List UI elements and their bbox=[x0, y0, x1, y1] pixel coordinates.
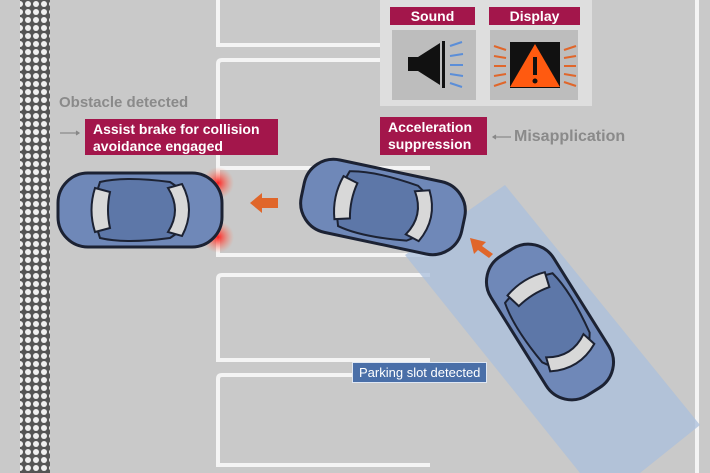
misapplication-label: Misapplication bbox=[514, 128, 626, 145]
pointer-arrows bbox=[60, 130, 511, 140]
accel-line2: suppression bbox=[388, 136, 472, 152]
display-label: Display bbox=[489, 7, 580, 25]
obstacle-detected-label: Obstacle detected bbox=[59, 94, 189, 111]
accel-line1: Acceleration bbox=[388, 119, 473, 135]
arrow-up-left-icon bbox=[470, 238, 493, 258]
assist-brake-line1: Assist brake for collision bbox=[93, 121, 260, 137]
assist-brake-line2: avoidance engaged bbox=[93, 138, 223, 154]
warning-display-icon bbox=[493, 42, 577, 88]
car-reversing bbox=[293, 152, 473, 262]
speaker-icon bbox=[408, 41, 464, 88]
parking-slot-detected-label: Parking slot detected bbox=[352, 362, 488, 383]
assist-brake-label: Assist brake for collision avoidance eng… bbox=[85, 119, 278, 155]
sound-label: Sound bbox=[390, 7, 475, 25]
acceleration-suppression-label: Acceleration suppression bbox=[380, 117, 487, 155]
arrow-left-icon bbox=[250, 193, 278, 213]
wall bbox=[20, 0, 50, 473]
car-braking bbox=[56, 171, 224, 249]
